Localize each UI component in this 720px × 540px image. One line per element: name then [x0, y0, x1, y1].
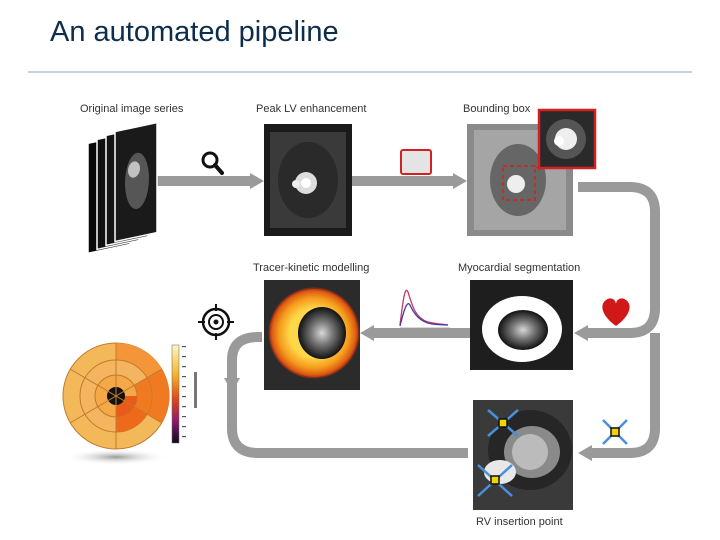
- arrowhead-5: [578, 445, 592, 461]
- colorbar: [171, 344, 197, 444]
- bounding-box-icon: [400, 149, 432, 175]
- myocardial-segmentation-image: [470, 280, 573, 370]
- cross-marker-icon: [602, 419, 628, 445]
- rv-insertion-image: [473, 400, 573, 510]
- heart-icon: [602, 298, 630, 326]
- magnifier-icon: [201, 151, 224, 175]
- arrow-to-rv: [590, 333, 660, 458]
- rv-insertion-marker-bottom: [477, 464, 513, 497]
- flow-arrows: [150, 176, 660, 458]
- label-myocardial-segmentation: Myocardial segmentation: [458, 262, 581, 274]
- label-tracer-kinetic-modelling: Tracer-kinetic modelling: [253, 262, 370, 274]
- arrow-rv-to-bullseye: [227, 332, 468, 458]
- slide-title: An automated pipeline: [50, 16, 339, 48]
- rv-insertion-marker-top: [487, 409, 519, 437]
- arrowhead-6: [224, 378, 240, 392]
- tracer-kinetic-image: [264, 280, 360, 390]
- peak-lv-image: [264, 124, 352, 236]
- label-bounding-box: Bounding box: [463, 103, 531, 115]
- title-divider: [28, 71, 692, 73]
- label-peak-lv-enhancement: Peak LV enhancement: [256, 103, 367, 115]
- bullseye-plot: [62, 342, 170, 465]
- crosshair-target-icon: [198, 304, 234, 340]
- curve-icon: [399, 289, 450, 329]
- arrow-heads: [224, 173, 592, 461]
- arrowhead-3: [574, 325, 588, 341]
- arrowhead-4: [360, 325, 374, 341]
- label-original-image-series: Original image series: [80, 103, 184, 115]
- loop-arrow-path: [578, 182, 660, 338]
- arrowhead-2: [453, 173, 467, 189]
- bounding-box-zoom: [537, 108, 597, 170]
- original-image-stack: [87, 121, 158, 255]
- label-rv-insertion-point: RV insertion point: [476, 516, 563, 528]
- arrowhead-1: [250, 173, 264, 189]
